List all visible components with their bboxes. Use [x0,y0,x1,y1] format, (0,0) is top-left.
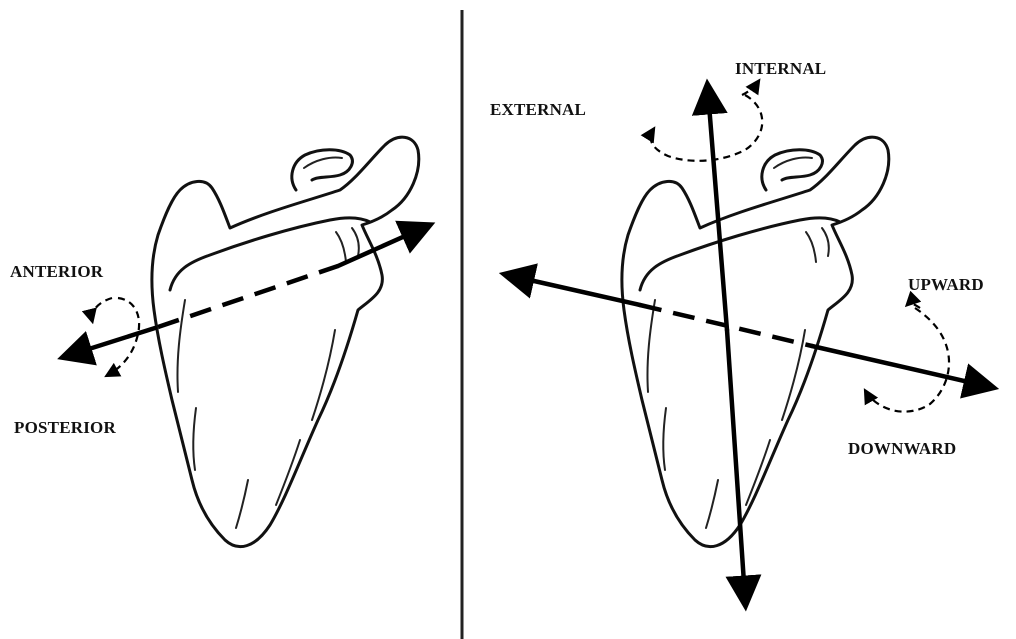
posterior-label: POSTERIOR [14,418,116,437]
downward-label: DOWNWARD [848,439,956,458]
internal-label: INTERNAL [735,59,826,78]
anterior-label: ANTERIOR [10,262,104,281]
right-panel: INTERNAL EXTERNAL UPWARD DOWNWARD [490,59,986,598]
upward-downward-rotation-arrow [866,303,949,411]
external-label: EXTERNAL [490,100,586,119]
left-panel: ANTERIOR POSTERIOR [10,137,423,546]
anterior-posterior-axis [70,228,423,355]
internal-external-axis [707,90,745,598]
scapula-left [152,137,419,546]
upward-label: UPWARD [908,275,984,294]
scapula-right [622,137,889,546]
